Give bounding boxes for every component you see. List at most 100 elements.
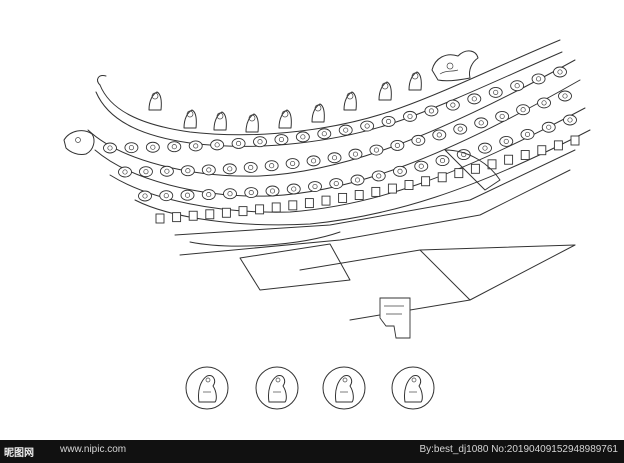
rafter-end [221,207,231,218]
tile-end-disc [243,162,258,173]
rafter-end [537,145,547,156]
tile-end-disc [563,114,577,126]
watermark-bar [0,440,624,463]
tile-end-disc [201,189,216,201]
tile-end-disc [167,141,182,153]
tile-end-disc [286,183,301,195]
tile-end-disc [393,165,407,177]
tile-end-disc [453,123,468,135]
ridge-beast-figure [213,111,227,131]
tile-end-disc [145,141,160,153]
tile-end-disc [360,120,375,132]
ridge-beast-figure [245,113,259,133]
ridge-beast-figure [278,109,292,129]
tile-end-disc [159,165,174,177]
eave-underside [174,149,576,321]
rafter-end [354,190,364,200]
tile-end-disc [231,138,246,149]
tile-end-disc [265,185,280,197]
tile-end-disc [390,139,405,151]
rafter-end [288,200,298,211]
tile-end-disc [317,128,332,140]
rafter-end [172,212,182,223]
ridge-beast-figure [183,109,197,129]
guardian-medallion [391,366,435,410]
tile-end-disc [467,93,482,105]
tile-end-disc [531,73,546,85]
tile-end-disc [488,86,503,98]
ridge-beast-figure [148,91,162,111]
tile-end-disc [435,155,450,167]
tile-end-disc [537,97,551,109]
tile-end-disc [558,90,572,102]
tile-end-disc [274,134,289,145]
rafter-end [205,209,215,220]
ridge-dragon-head [431,50,479,82]
tile-end-disc [159,190,174,202]
tile-end-disc [371,170,386,182]
tile-end-disc [139,166,153,178]
tile-end-disc [553,66,567,78]
rafter-ends [155,135,580,224]
watermark-credit: By:best_dj1080 No:20190409152948989761 [419,444,618,455]
rafter-end [421,176,431,187]
tile-end-disc [223,188,237,200]
tile-end-disc [210,139,225,151]
tile-end-disc [478,142,492,154]
tile-end-disc [329,178,344,189]
rafter-end [387,183,397,194]
rafter-end [338,192,348,203]
tile-end-disc [244,187,259,199]
watermark-logo: 昵图网 [4,448,34,459]
tile-end-disc [180,189,195,201]
tile-end-disc [516,104,531,116]
roof-tile-bands [87,59,591,226]
tile-end-disc [369,144,384,156]
watermark-url: www.nipic.com [60,444,127,455]
rafter-end [304,198,314,209]
guardian-medallion [255,366,299,410]
rafter-end [570,135,580,146]
ridge-beast-figure [311,103,325,123]
rafter-end [404,180,414,190]
tile-end-disc [180,165,195,177]
rafter-end [553,140,563,151]
tile-end-disc [306,155,321,167]
rafter-end [188,210,198,221]
tile-end-discs [103,66,577,202]
tile-end-disc [414,160,429,172]
rafter-end [470,163,480,174]
tile-end-disc [499,135,514,147]
tile-end-disc [403,110,417,122]
tile-end-disc [103,142,117,154]
rafter-end [238,206,248,217]
tile-end-disc [338,124,353,136]
tile-end-disc [510,80,525,92]
tile-end-disc [138,190,152,202]
rafter-end [504,154,514,165]
tile-end-disc [264,160,279,172]
rafter-end [321,195,331,206]
rafter-end [155,213,165,224]
tile-end-disc [432,129,447,141]
tile-end-disc [253,136,267,148]
tile-end-disc [520,128,535,140]
rafter-end [437,172,447,183]
tile-end-disc [424,105,439,117]
tile-end-disc [201,164,216,176]
tile-end-disc [348,148,363,160]
tile-end-disc [308,181,322,192]
bracket-block [379,297,411,339]
tile-end-disc [124,142,139,154]
rafter-end [520,150,530,160]
rafter-end [255,204,265,215]
tile-end-disc [474,117,489,129]
guardian-medallion [185,366,229,410]
ridge-beast-figure [378,81,392,101]
tile-end-disc [327,152,342,164]
rafter-end [487,159,497,170]
rafter-end [271,202,281,213]
tile-end-disc [350,174,365,186]
tile-end-disc [495,110,510,122]
